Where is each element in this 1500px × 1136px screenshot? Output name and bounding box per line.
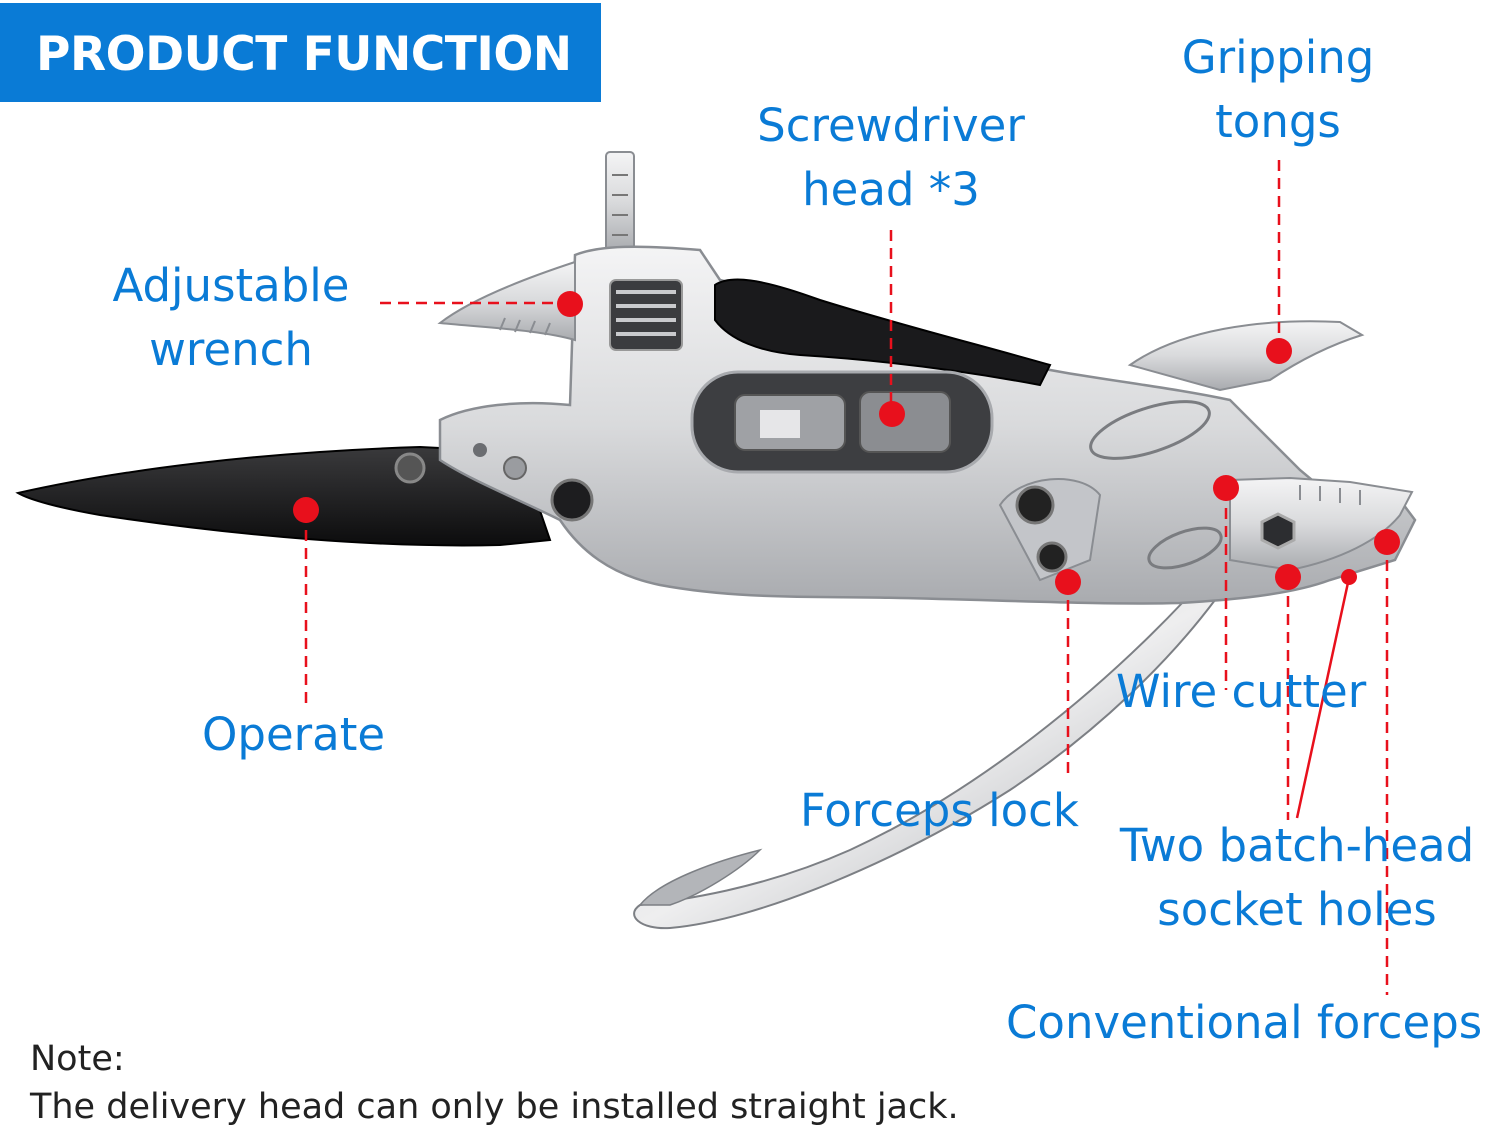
banner-title: PRODUCT FUNCTION xyxy=(36,27,572,82)
label-socket-holes: Two batch-head socket holes xyxy=(1108,814,1486,942)
label-screwdriver-head-line1: Screwdriver xyxy=(757,99,1025,152)
tool-stamp xyxy=(1147,526,1223,570)
marker-operate xyxy=(293,497,319,523)
black-grip xyxy=(714,278,1052,387)
label-wire-cutter: Wire cutter xyxy=(1116,665,1367,718)
label-operate: Operate xyxy=(202,708,386,761)
label-conventional-forceps: Conventional forceps xyxy=(1006,996,1483,1049)
pivot-screw xyxy=(550,478,594,522)
label-screwdriver-head: Screwdriver head *3 xyxy=(755,94,1027,222)
marker-socket-holes xyxy=(1275,564,1301,590)
label-adjustable-wrench-line2: wrench xyxy=(149,323,313,376)
gripping-tongs-jaw xyxy=(1127,320,1365,392)
hex-socket-hole xyxy=(1260,512,1296,550)
wrench-jaw xyxy=(437,260,576,342)
knife-pivot xyxy=(394,452,426,484)
red-markers xyxy=(293,291,1400,595)
label-screwdriver-head-line2: head *3 xyxy=(802,163,980,216)
marker-wire-cutter xyxy=(1213,475,1239,501)
leader-lines xyxy=(304,160,1389,995)
label-socket-holes-line1: Two batch-head xyxy=(1119,819,1475,872)
note-heading: Note: xyxy=(30,1039,125,1079)
marker-gripping-tongs xyxy=(1266,338,1292,364)
marker-adjustable-wrench xyxy=(557,291,583,317)
marker-forceps-lock xyxy=(1055,569,1081,595)
label-adjustable-wrench: Adjustable wrench xyxy=(108,254,354,382)
marker-screwdriver-head xyxy=(879,401,905,427)
marker-conventional-forceps xyxy=(1374,529,1400,555)
label-adjustable-wrench-line1: Adjustable xyxy=(112,259,350,312)
screwdriver-bit xyxy=(605,151,635,253)
label-forceps-lock: Forceps lock xyxy=(800,784,1079,837)
label-gripping-tongs: Gripping tongs xyxy=(1172,26,1384,154)
saw-blade-tip xyxy=(638,848,763,906)
saw-blade xyxy=(633,599,1218,930)
stainless-stamp xyxy=(1089,400,1211,460)
marker-socket-holes-2 xyxy=(1341,569,1357,585)
note-text: The delivery head can only be installed … xyxy=(30,1087,959,1127)
section-banner: PRODUCT FUNCTION xyxy=(0,3,601,102)
label-socket-holes-line2: socket holes xyxy=(1157,883,1437,936)
label-gripping-tongs-line1: Gripping xyxy=(1181,31,1375,84)
label-gripping-tongs-line2: tongs xyxy=(1215,95,1341,148)
